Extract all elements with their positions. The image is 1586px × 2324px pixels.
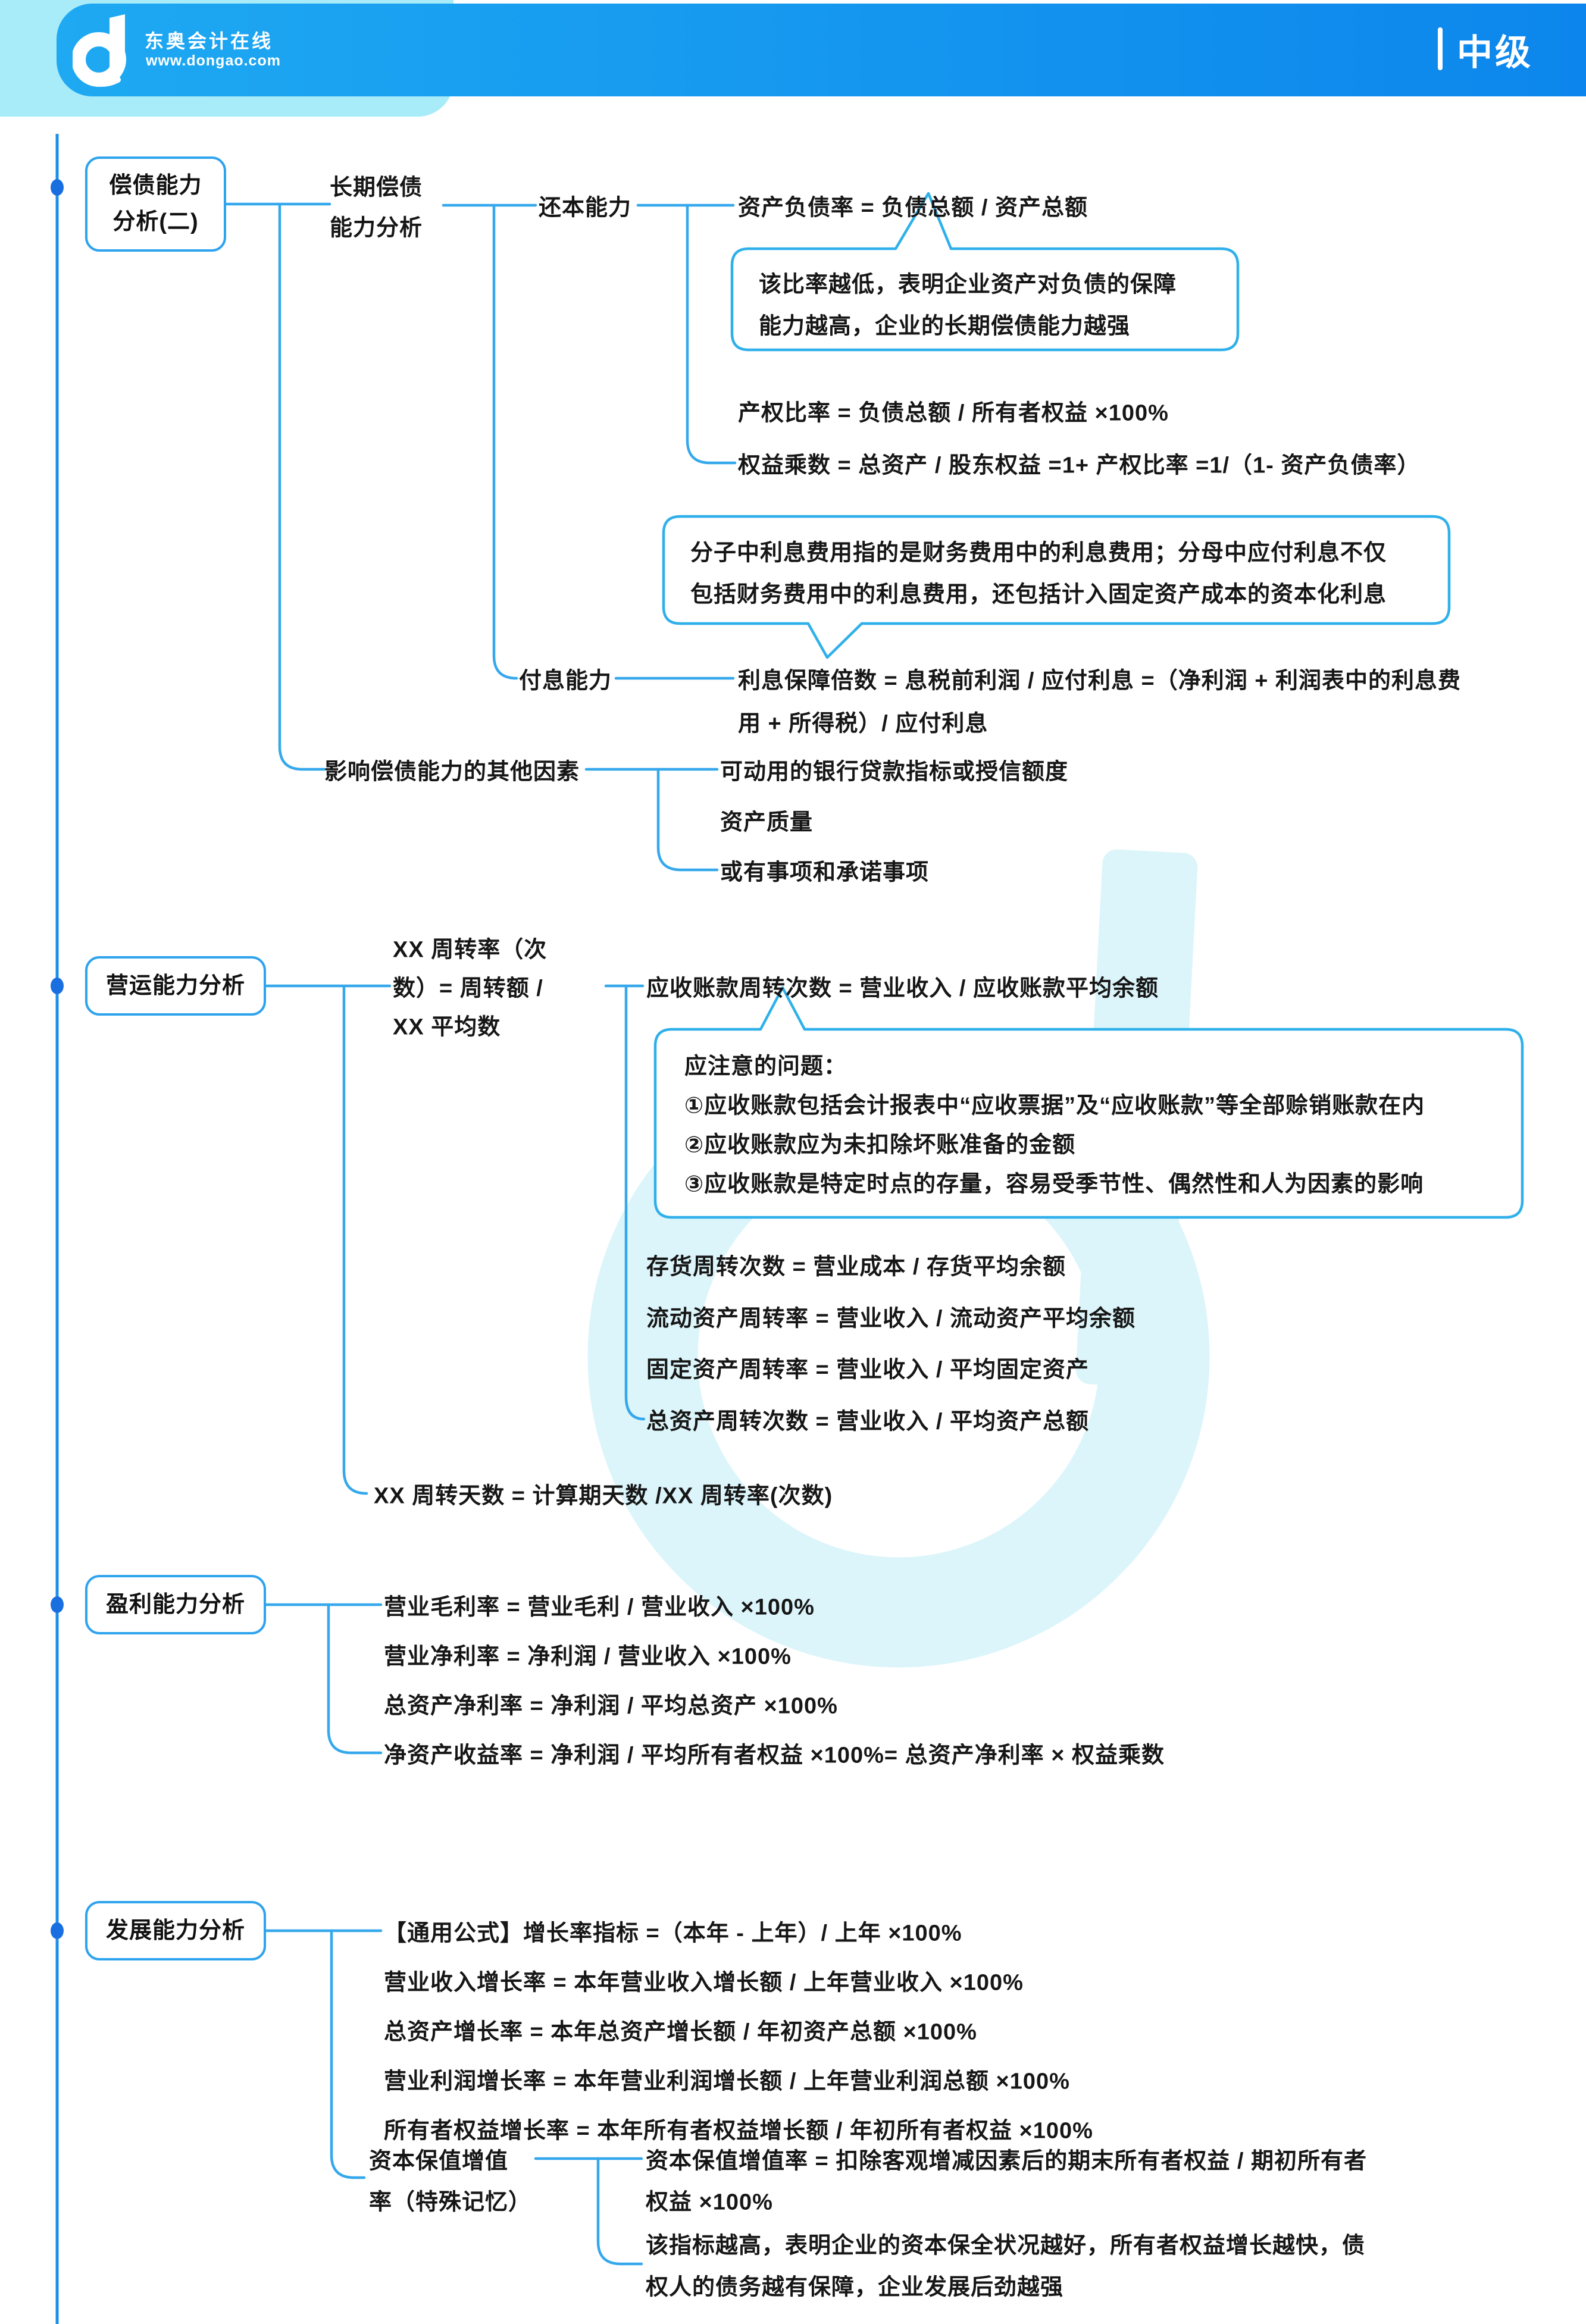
formula-receivable-turnover: 应收账款周转次数 = 营业收入 / 应收账款平均余额 — [646, 976, 1159, 1001]
callout-debt-ratio-text-line1: 该比率越低，表明企业资产对负债的保障 — [759, 272, 1177, 297]
other-factor-asset-quality: 资产质量 — [720, 810, 814, 835]
dot-growth — [51, 1922, 64, 1939]
branch-capital-preservation-line1: 资本保值增值 — [369, 2148, 509, 2174]
topic-node-solvency-line1: 偿债能力 — [109, 173, 202, 199]
topic-node-profitability-label: 盈利能力分析 — [105, 1592, 245, 1617]
branch-turnover-rate-line3: XX 平均数 — [393, 1014, 501, 1040]
callout-debt-ratio-text-line2: 能力越高，企业的长期偿债能力越强 — [759, 314, 1131, 339]
formula-asset-growth: 总资产增长率 = 本年总资产增长额 / 年初资产总额 ×100% — [384, 2019, 977, 2045]
formula-turnover-days: XX 周转天数 = 计算期天数 /XX 周转率(次数) — [374, 1483, 833, 1509]
brand-website: www.dongao.com — [146, 52, 281, 69]
other-factor-bank-credit: 可动用的银行贷款指标或授信额度 — [720, 759, 1069, 785]
formula-equity-ratio: 产权比率 = 负债总额 / 所有者权益 ×100% — [738, 400, 1169, 426]
branch-longterm-line1: 长期偿债 — [330, 175, 423, 201]
topic-node-operating[interactable]: 营运能力分析 — [85, 956, 266, 1016]
callout-receivable-item3: ③应收账款是特定时点的存量，容易受季节性、偶然性和人为因素的影响 — [684, 1172, 1424, 1197]
topic-node-solvency-line2: 分析(二) — [112, 209, 199, 234]
formula-net-margin: 营业净利率 = 净利润 / 营业收入 ×100% — [384, 1644, 792, 1670]
formula-inventory-turnover: 存货周转次数 = 营业成本 / 存货平均余额 — [646, 1254, 1066, 1280]
callout-interest-text-line1: 分子中利息费用指的是财务费用中的利息费用；分母中应付利息不仅 — [690, 540, 1387, 566]
level-divider — [1438, 27, 1443, 70]
formula-profit-growth: 营业利润增长率 = 本年营业利润增长额 / 上年营业利润总额 ×100% — [384, 2069, 1070, 2094]
topic-node-growth[interactable]: 发展能力分析 — [85, 1901, 266, 1960]
branch-principal-label: 还本能力 — [539, 195, 632, 221]
formula-fixed-asset-turnover: 固定资产周转率 = 营业收入 / 平均固定资产 — [646, 1357, 1089, 1383]
callout-receivable-bubble — [653, 986, 1524, 1219]
topic-dots — [51, 179, 64, 1939]
formula-capital-preservation-line1: 资本保值增值率 = 扣除客观增减因素后的期末所有者权益 / 期初所有者 — [646, 2148, 1367, 2174]
topic-node-operating-label: 营运能力分析 — [105, 973, 245, 998]
formula-current-asset-turnover: 流动资产周转率 = 营业收入 / 流动资产平均余额 — [646, 1306, 1135, 1332]
callout-debt-ratio-bubble — [730, 192, 1240, 352]
header-bar — [57, 4, 1586, 96]
branch-turnover-rate-line1: XX 周转率（次 — [393, 937, 548, 963]
topic-node-solvency[interactable]: 偿债能力 分析(二) — [85, 156, 226, 252]
connectors-operating — [264, 984, 646, 1495]
formula-roe: 净资产收益率 = 净利润 / 平均所有者权益 ×100%= 总资产净利率 × 权… — [384, 1743, 1165, 1768]
formula-revenue-growth: 营业收入增长率 = 本年营业收入增长额 / 上年营业收入 ×100% — [384, 1970, 1024, 1996]
callout-interest-bubble — [662, 515, 1451, 659]
formula-growth-general: 【通用公式】增长率指标 =（本年 - 上年）/ 上年 ×100% — [384, 1921, 962, 1946]
topic-node-growth-label: 发展能力分析 — [105, 1918, 245, 1943]
branch-capital-preservation-line2: 率（特殊记忆） — [369, 2190, 532, 2215]
brand-name: 东奥会计在线 — [145, 30, 274, 52]
dot-profitability — [51, 1596, 64, 1613]
note-capital-preservation-line1: 该指标越高，表明企业的资本保全状况越好，所有者权益增长越快，债 — [646, 2233, 1366, 2259]
other-factor-contingencies: 或有事项和承诺事项 — [720, 860, 930, 885]
formula-total-asset-turnover: 总资产周转次数 = 营业收入 / 平均资产总额 — [646, 1409, 1089, 1435]
branch-interest-label: 付息能力 — [519, 668, 612, 694]
formula-debt-to-asset-ratio: 资产负债率 = 负债总额 / 资产总额 — [738, 195, 1088, 221]
formula-roa: 总资产净利率 = 净利润 / 平均总资产 ×100% — [384, 1693, 838, 1719]
connectors-growth — [264, 1929, 643, 2266]
note-capital-preservation-line2: 权人的债务越有保障，企业发展后劲越强 — [646, 2275, 1064, 2300]
formula-equity-multiplier: 权益乘数 = 总资产 / 股东权益 =1+ 产权比率 =1/（1- 资产负债率） — [738, 453, 1421, 478]
dot-solvency — [51, 179, 64, 196]
formula-gross-margin: 营业毛利率 = 营业毛利 / 营业收入 ×100% — [384, 1595, 815, 1620]
formula-equity-growth: 所有者权益增长率 = 本年所有者权益增长额 / 年初所有者权益 ×100% — [384, 2118, 1093, 2144]
connectors-solvency — [224, 202, 737, 872]
callout-receivable-item2: ②应收账款应为未扣除坏账准备的金额 — [684, 1132, 1076, 1158]
callout-bubbles — [653, 192, 1524, 1219]
formula-capital-preservation-line2: 权益 ×100% — [646, 2190, 773, 2215]
level-label: 中级 — [1457, 33, 1533, 73]
dongao-logo-icon — [73, 14, 126, 87]
callout-interest-text-line2: 包括财务费用中的利息费用，还包括计入固定资产成本的资本化利息 — [690, 582, 1387, 607]
formula-interest-coverage-line1: 利息保障倍数 = 息税前利润 / 应付利息 =（净利润 + 利润表中的利息费 — [738, 668, 1462, 694]
branch-longterm-line2: 能力分析 — [330, 215, 423, 241]
topic-node-profitability[interactable]: 盈利能力分析 — [85, 1575, 266, 1634]
formula-interest-coverage-line2: 用 + 所得税）/ 应付利息 — [738, 711, 988, 737]
callout-receivable-item1: ①应收账款包括会计报表中“应收票据”及“应收账款”等全部赊销账款在内 — [684, 1093, 1425, 1119]
connectors-profitability — [264, 1603, 383, 1755]
branch-other-factors-label: 影响偿债能力的其他因素 — [324, 759, 580, 785]
branch-turnover-rate-line2: 数）= 周转额 / — [393, 976, 543, 1001]
dot-operating — [51, 978, 64, 994]
callout-receivable-title: 应注意的问题： — [684, 1054, 847, 1079]
